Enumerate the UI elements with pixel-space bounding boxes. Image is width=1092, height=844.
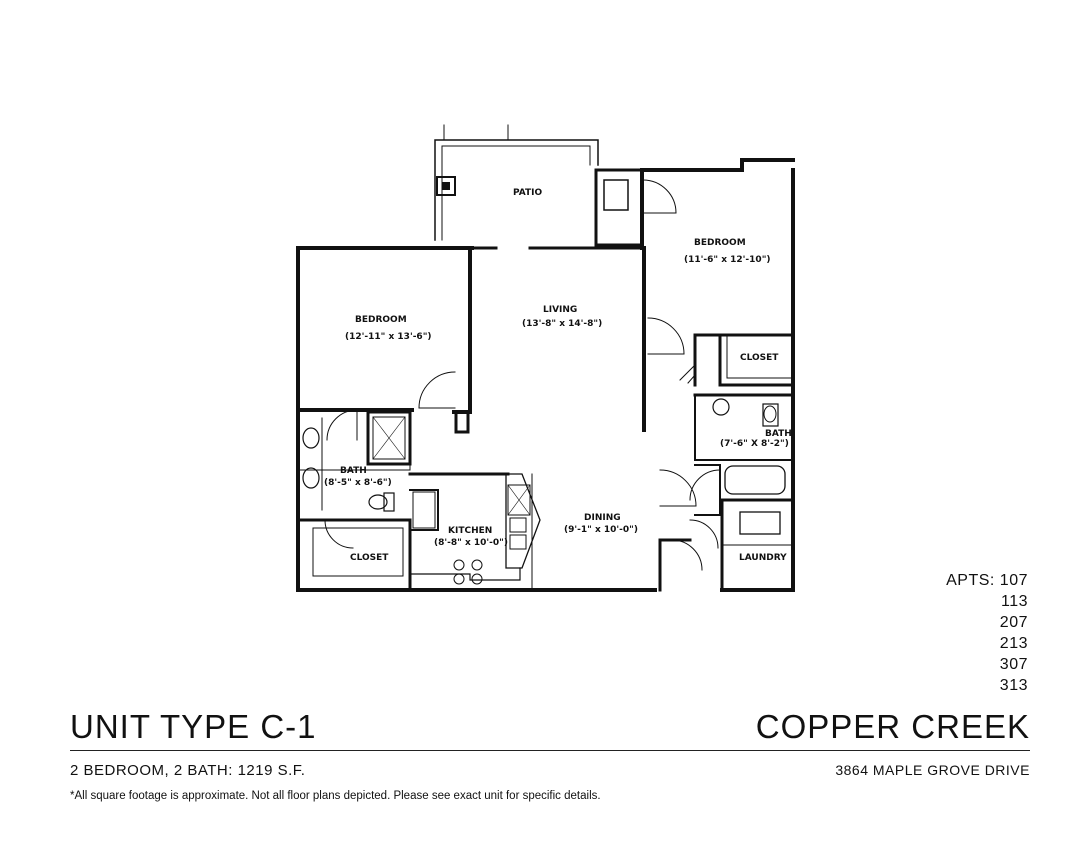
property-name: COPPER CREEK [755, 708, 1030, 745]
apartment-number: 113 [1000, 593, 1028, 610]
walls [296, 124, 795, 592]
kitchen-dimensions: (8'-8" x 10'-0") [434, 538, 508, 548]
apartment-list-label: APTS: 107 [946, 572, 1028, 589]
bedroom-left-dimensions: (12'-11" x 13'-6") [345, 332, 432, 342]
bedroom-right-label: BEDROOM [694, 238, 746, 248]
property-address: 3864 MAPLE GROVE DRIVE [835, 762, 1030, 778]
patio-label: PATIO [513, 188, 543, 198]
closet-right-label: CLOSET [740, 353, 779, 363]
apartment-number: 207 [999, 614, 1028, 631]
apartment-number: 213 [999, 635, 1028, 652]
apartment-number: 313 [999, 677, 1028, 694]
unit-summary: 2 BEDROOM, 2 BATH: 1219 S.F. [70, 762, 306, 779]
kitchen-label: KITCHEN [448, 526, 492, 536]
bedroom-right-dimensions: (11'-6" x 12'-10") [684, 255, 771, 265]
bath-left-label: BATH [340, 466, 367, 476]
disclaimer-note: *All square footage is approximate. Not … [70, 790, 601, 802]
apartment-number: 307 [999, 656, 1028, 673]
living-label: LIVING [543, 305, 577, 315]
apartment-list: APTS: 107 113 207 213 307 313 [946, 570, 1028, 696]
closet-left-label: CLOSET [350, 553, 389, 563]
dining-dimensions: (9'-1" x 10'-0") [564, 525, 638, 535]
divider [70, 750, 1030, 751]
bath-right-dimensions: (7'-6" X 8'-2") [720, 439, 789, 449]
room-labels: PATIO BEDROOM (11'-6" x 12'-10") BEDROOM… [324, 188, 792, 563]
living-dimensions: (13'-8" x 14'-8") [522, 319, 602, 329]
bath-right-label: BATH [765, 429, 792, 439]
unit-type-title: UNIT TYPE C-1 [70, 708, 317, 745]
bedroom-left-label: BEDROOM [355, 315, 407, 325]
bath-left-dimensions: (8'-5" x 8'-6") [324, 478, 392, 488]
laundry-label: LAUNDRY [739, 553, 787, 563]
dining-label: DINING [584, 513, 621, 523]
